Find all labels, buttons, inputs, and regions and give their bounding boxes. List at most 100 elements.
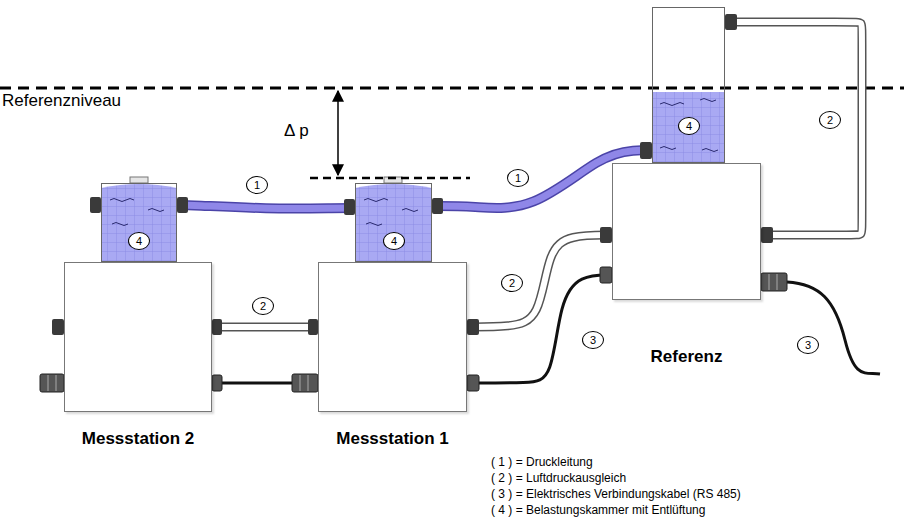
cable-connector	[467, 375, 479, 391]
text-holder: 2	[819, 111, 841, 129]
text-holder: Messstation 1	[336, 429, 448, 449]
text-holder: 2	[501, 274, 523, 292]
load-chamber: 4	[652, 7, 725, 163]
cable-line	[787, 282, 880, 374]
text-holder: 4	[383, 232, 405, 250]
pressure-line	[177, 205, 355, 208]
water-ripple	[700, 99, 716, 102]
hose-fitting	[90, 197, 101, 213]
connector-ridge	[308, 375, 309, 391]
hose-fitting	[344, 199, 355, 215]
hose-fitting	[600, 227, 612, 243]
callout-number: 3	[797, 336, 819, 354]
connector-ridge	[769, 274, 770, 290]
callout-number: 4	[678, 117, 700, 135]
callout-number: 2	[501, 274, 523, 292]
legend-entry: ( 3 ) = Elektrisches Verbindungskabel (R…	[491, 486, 741, 502]
text-holder: 3	[797, 336, 819, 354]
water-ripple	[110, 199, 134, 202]
connector-ridge	[56, 375, 57, 391]
legend-entry: ( 1 ) = Druckleitung	[491, 454, 741, 470]
pressure-line	[177, 205, 355, 208]
water-ripple	[702, 149, 718, 152]
station-name: Messstation 2	[82, 429, 194, 449]
hose-fitting	[212, 319, 222, 335]
air-pressure-hose	[467, 235, 612, 327]
legend: ( 1 ) = Druckleitung ( 2 ) = Luftdruckaus…	[491, 454, 741, 518]
water-level-line	[310, 177, 470, 180]
cable-connector	[40, 374, 64, 392]
water-ripple	[148, 209, 164, 212]
callout-number: 4	[383, 232, 405, 250]
callout-number: 2	[819, 111, 841, 129]
chamber-fill	[355, 184, 432, 262]
reference-housing: Referenz	[612, 163, 761, 300]
station-name: Referenz	[651, 347, 723, 367]
hose-fitting	[308, 319, 318, 335]
cable-connector	[600, 267, 612, 283]
air-pressure-hose	[212, 323, 318, 332]
legend-text: ( 3 ) = Elektrisches Verbindungskabel (R…	[491, 487, 741, 501]
water-ripple	[660, 103, 684, 106]
air-pressure-hose	[212, 324, 318, 330]
chamber-fill	[652, 7, 725, 92]
connector-ridge	[300, 375, 301, 391]
callout-number: 3	[582, 331, 604, 349]
water-ripple	[364, 199, 388, 202]
cable-connector	[212, 375, 222, 391]
pressure-line	[177, 205, 355, 208]
chamber-fill	[101, 184, 177, 262]
text-holder: Referenzniveau	[2, 91, 121, 111]
text-holder: 1	[507, 169, 529, 187]
connector-ridge	[48, 375, 49, 391]
water-ripple	[112, 223, 128, 226]
load-chamber: 4	[101, 183, 177, 262]
hose-fitting	[432, 198, 443, 214]
water-ripple	[402, 209, 418, 212]
rs485-cable	[467, 275, 612, 383]
load-chamber: 4	[355, 183, 432, 262]
chamber-fill	[652, 92, 725, 163]
hose-fitting	[761, 227, 773, 243]
water-ripple	[660, 147, 676, 150]
text-holder: 4	[678, 117, 700, 135]
legend-text: ( 4 ) = Belastungskammer mit Entlüftung	[491, 503, 705, 517]
callout-number: 2	[252, 297, 274, 315]
text-holder: Messstation 2	[82, 429, 194, 449]
text-holder: 1	[246, 176, 268, 194]
legend-text: ( 2 ) = Luftdruckausgleich	[491, 471, 626, 485]
callout-number: 1	[246, 176, 268, 194]
hose-fitting	[52, 319, 64, 335]
water-ripple	[366, 223, 382, 226]
reference-level-line	[0, 87, 904, 90]
text-holder: Δ p	[284, 121, 309, 141]
callout-number: 4	[128, 232, 150, 250]
station-housing: Messstation 2	[64, 262, 212, 412]
pressure-difference-label: Δ p	[284, 121, 309, 141]
cable-connector	[761, 273, 787, 291]
text-holder: 4	[128, 232, 150, 250]
connector-ridge	[777, 274, 778, 290]
reference-level-label: Referenzniveau	[2, 91, 121, 111]
text-holder: Referenz	[651, 347, 723, 367]
air-pressure-hose	[467, 235, 612, 327]
text-holder: 3	[582, 331, 604, 349]
station-name: Messstation 1	[336, 429, 448, 449]
pressure-difference-arrow	[337, 91, 339, 175]
callout-number: 1	[507, 169, 529, 187]
legend-text: ( 1 ) = Druckleitung	[491, 455, 593, 469]
cable-connector	[292, 374, 318, 392]
air-pressure-hose	[467, 235, 612, 327]
hose-fitting	[177, 197, 188, 213]
hose-fitting	[467, 319, 479, 335]
legend-entry: ( 2 ) = Luftdruckausgleich	[491, 470, 741, 486]
text-holder: 2	[252, 297, 274, 315]
hose-fitting	[640, 142, 652, 159]
rs485-cable	[467, 275, 612, 383]
legend-entry: ( 4 ) = Belastungskammer mit Entlüftung	[491, 502, 741, 518]
station-housing: Messstation 1	[318, 262, 467, 412]
air-pressure-hose	[212, 327, 318, 328]
